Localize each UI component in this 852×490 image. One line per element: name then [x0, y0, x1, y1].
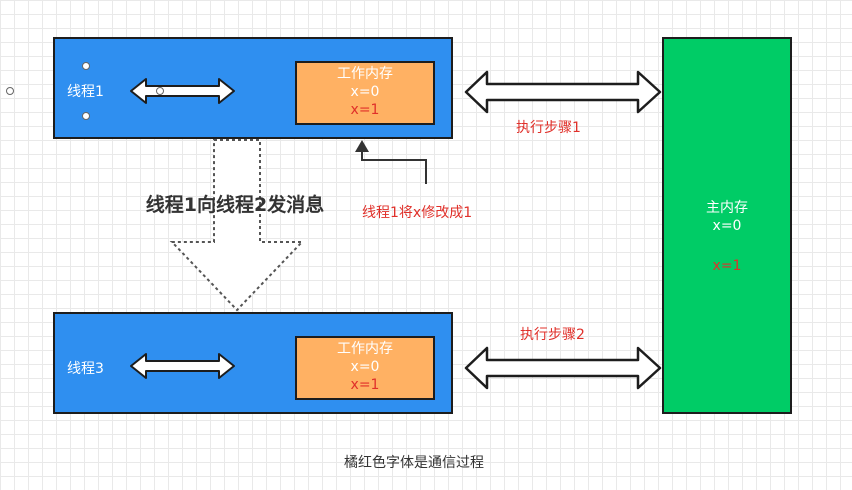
- thread1-work-memory-x-new: x=1: [350, 102, 380, 118]
- thread1-work-memory: 工作内存 x=0 x=1: [295, 61, 435, 125]
- thread1-box: 线程1 工作内存 x=0 x=1: [53, 37, 453, 139]
- message-arrow-label: 线程1向线程2发消息: [145, 194, 325, 216]
- step1-double-arrow: [464, 70, 662, 114]
- thread3-work-memory: 工作内存 x=0 x=1: [295, 336, 435, 400]
- main-memory-title: 主内存: [706, 200, 748, 216]
- caption: 橘红色字体是通信过程: [344, 455, 484, 471]
- step2-double-arrow: [464, 346, 662, 390]
- thread1-work-memory-title: 工作内存: [337, 66, 393, 82]
- message-down-arrow: [169, 139, 305, 312]
- thread3-work-memory-x-old: x=0: [350, 359, 380, 375]
- thread3-work-memory-title: 工作内存: [337, 341, 393, 357]
- selection-handle-top[interactable]: [82, 62, 90, 70]
- main-memory-x-new: x=1: [712, 258, 742, 274]
- selection-handle-middle[interactable]: [156, 87, 164, 95]
- step1-label: 执行步骤1: [516, 120, 581, 136]
- selection-handle-bottom[interactable]: [82, 112, 90, 120]
- modify-pointer-arrowhead: [355, 140, 369, 152]
- thread3-work-memory-x-new: x=1: [350, 377, 380, 393]
- modify-pointer-arrow: [361, 150, 427, 184]
- step2-label: 执行步骤2: [520, 327, 585, 343]
- selection-handle-outer[interactable]: [6, 87, 14, 95]
- thread1-label: 线程1: [67, 84, 104, 100]
- main-memory-x-old: x=0: [712, 218, 742, 234]
- thread1-work-memory-x-old: x=0: [350, 84, 380, 100]
- thread3-label: 线程3: [67, 361, 104, 377]
- modify-note: 线程1将x修改成1: [362, 205, 473, 221]
- main-memory-box: 主内存 x=0 x=1: [662, 37, 792, 414]
- thread3-box: 线程3 工作内存 x=0 x=1: [53, 312, 453, 414]
